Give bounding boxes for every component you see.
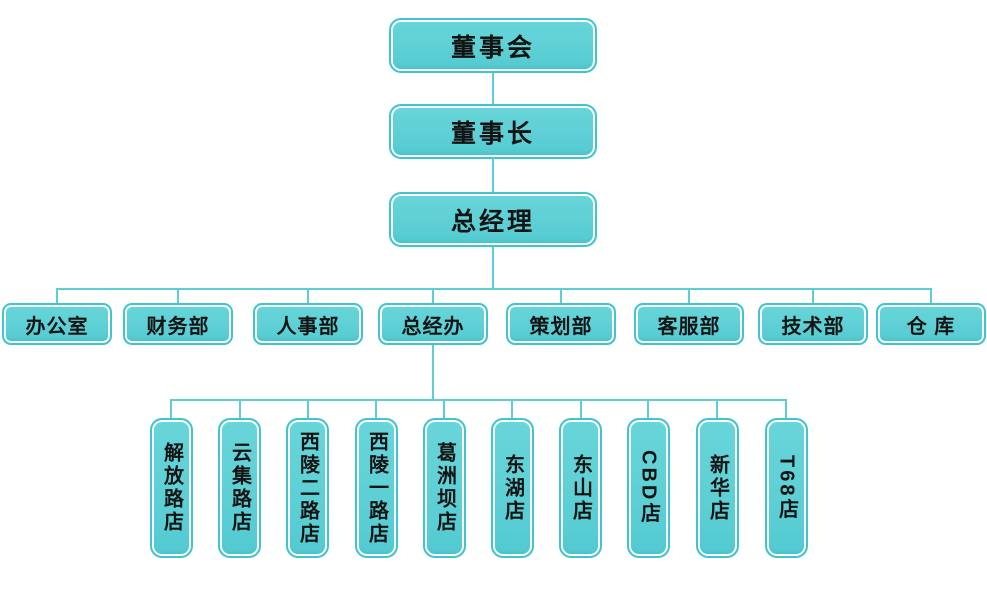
connector-line	[812, 288, 814, 303]
connector-line	[307, 399, 309, 418]
connector-line	[492, 73, 494, 104]
node-store-gezhouba: 葛洲坝店	[423, 418, 466, 558]
connector-line	[492, 247, 494, 288]
node-store-xinhua: 新华店	[696, 418, 739, 558]
node-dept-office: 办公室	[2, 303, 112, 345]
connector-line	[177, 288, 179, 303]
node-dept-hr: 人事部	[253, 303, 363, 345]
connector-line	[239, 399, 241, 418]
node-dept-technology: 技术部	[758, 303, 868, 345]
connector-line	[511, 399, 513, 418]
connector-line	[432, 345, 434, 399]
connector-line	[56, 288, 58, 303]
connector-line	[580, 399, 582, 418]
connector-line	[57, 288, 931, 290]
node-store-jiefang-road: 解放路店	[150, 418, 193, 558]
node-dept-warehouse: 仓 库	[876, 303, 986, 345]
connector-line	[307, 288, 309, 303]
node-store-cbd: CBD店	[627, 418, 670, 558]
node-dept-gm-office: 总经办	[378, 303, 488, 345]
node-store-xiling-1st-road: 西陵一路店	[355, 418, 398, 558]
node-store-donghu: 东湖店	[491, 418, 534, 558]
node-dept-customer-service: 客服部	[634, 303, 744, 345]
connector-line	[930, 288, 932, 303]
connector-line	[688, 288, 690, 303]
connector-line	[716, 399, 718, 418]
node-store-dongshan: 东山店	[559, 418, 602, 558]
connector-line	[375, 399, 377, 418]
node-store-xiling-2nd-road: 西陵二路店	[286, 418, 329, 558]
node-board: 董事会	[389, 18, 597, 73]
connector-line	[560, 288, 562, 303]
connector-line	[785, 399, 787, 418]
node-dept-planning: 策划部	[506, 303, 616, 345]
connector-line	[443, 399, 445, 418]
connector-line	[432, 288, 434, 303]
node-store-yunji-road: 云集路店	[218, 418, 261, 558]
node-store-t68: T68店	[765, 418, 808, 558]
node-general-manager: 总经理	[389, 192, 597, 247]
connector-line	[170, 399, 172, 418]
node-chairman: 董事长	[389, 104, 597, 159]
connector-line	[492, 158, 494, 192]
connector-line	[647, 399, 649, 418]
node-dept-finance: 财务部	[123, 303, 233, 345]
connector-line	[171, 399, 786, 401]
